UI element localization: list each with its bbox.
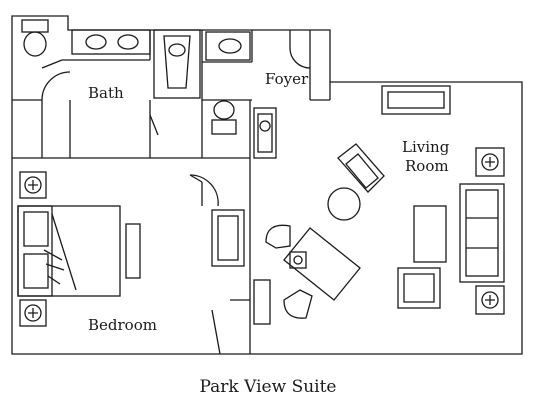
dresser-icon [211, 209, 245, 267]
bed-icon [17, 205, 121, 297]
door-swings [41, 47, 311, 207]
plan-caption: Park View Suite [199, 377, 337, 397]
lamp-table-top-icon [475, 147, 505, 177]
toilet-bath-icon [21, 19, 49, 57]
nightstand-top-icon [19, 171, 47, 199]
room-label-bedroom: Bedroom [88, 316, 157, 334]
safe-icon [253, 107, 277, 159]
shower-icon [153, 29, 201, 99]
side-table-icon [327, 187, 361, 221]
armchair-lower-icon [397, 267, 441, 309]
console-table-icon [381, 85, 451, 115]
coffee-table-icon [413, 205, 447, 263]
sofa-icon [459, 183, 505, 283]
room-label-bath: Bath [88, 84, 124, 102]
bedroom-desk-icon [125, 223, 141, 279]
foyer-sink-icon [205, 31, 251, 61]
room-label-living-line1: Living [402, 138, 450, 156]
toilet-foyer-icon [211, 100, 237, 135]
interior-walls [12, 30, 331, 355]
room-label-foyer: Foyer [265, 70, 309, 88]
round-chair-upper-icon [265, 224, 291, 249]
living-shelf-icon [253, 279, 271, 325]
double-sink-icon [71, 29, 151, 55]
nightstand-bottom-icon [19, 299, 47, 327]
round-chair-lower-icon [283, 289, 313, 319]
desk-icon [283, 227, 361, 301]
outer-walls [11, 15, 523, 355]
lamp-table-bottom-icon [475, 285, 505, 315]
armchair-upper-icon [337, 143, 385, 193]
room-label-living-line2: Room [405, 157, 449, 175]
